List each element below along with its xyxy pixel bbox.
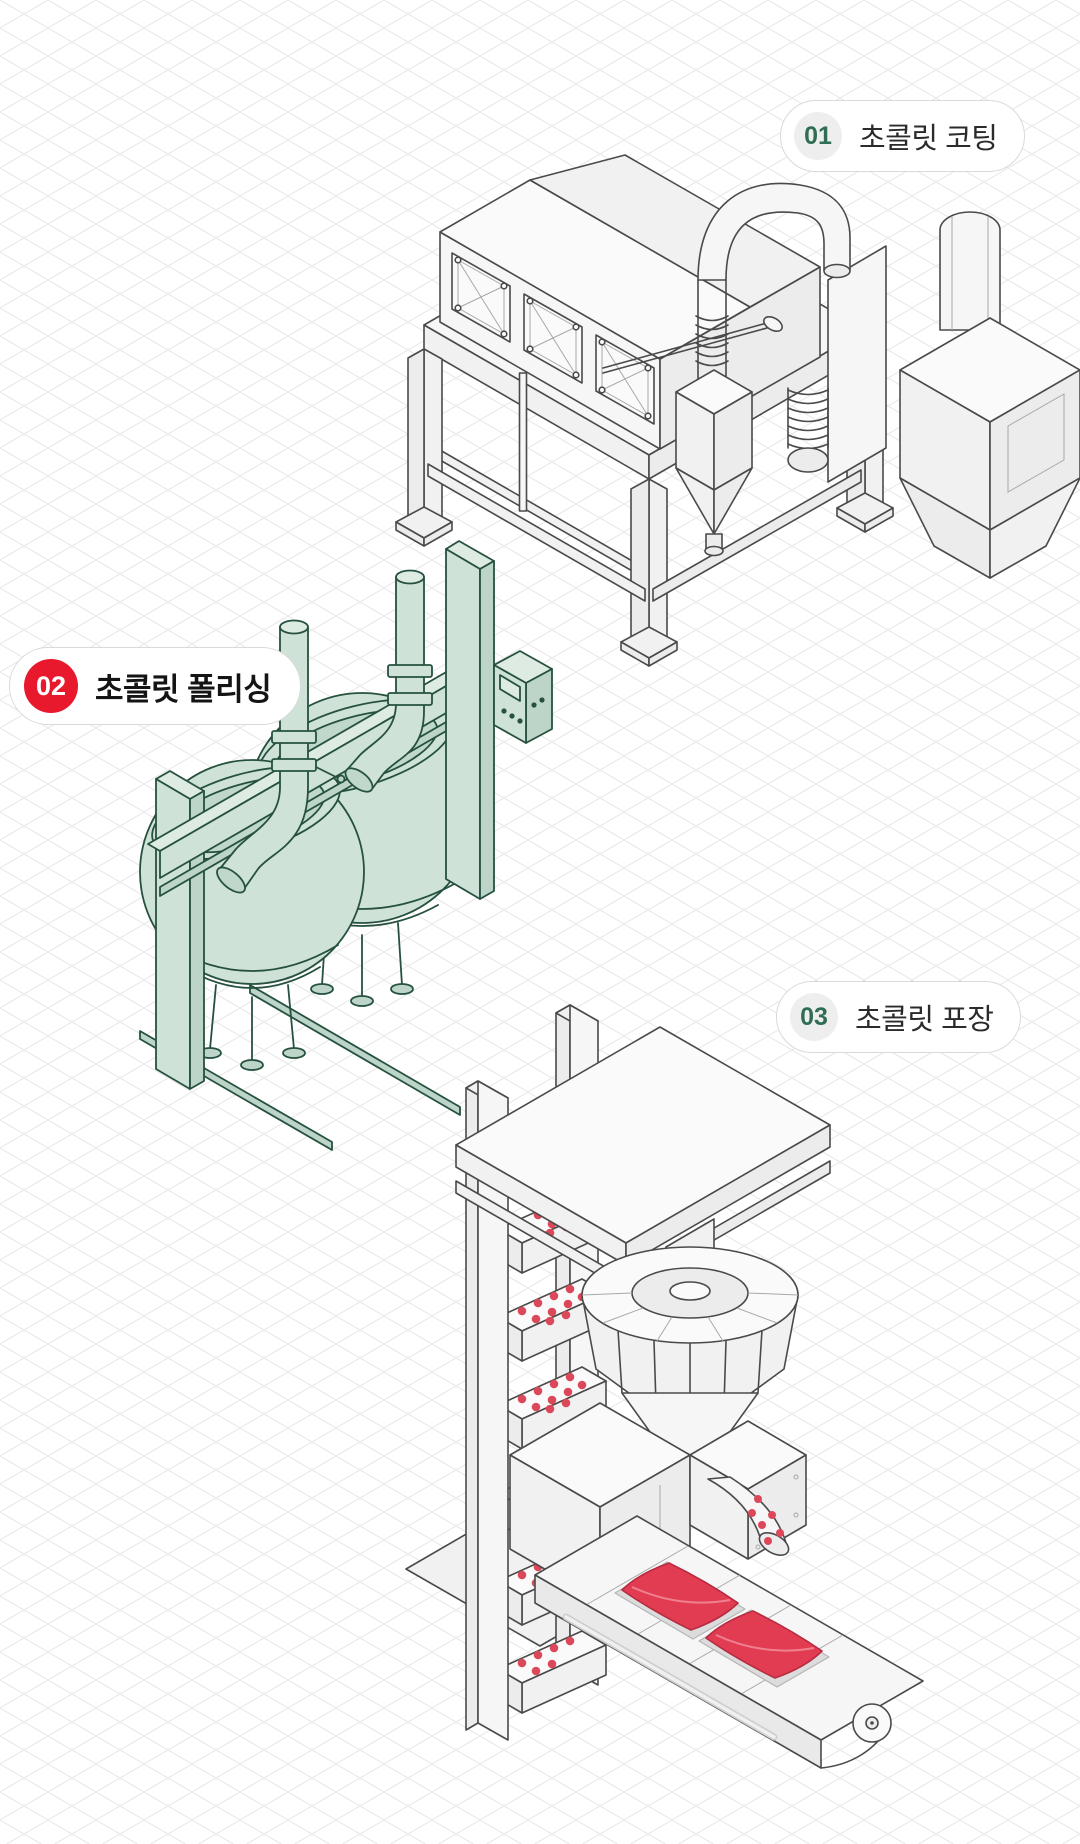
exhaust-pipe xyxy=(695,182,851,393)
step-title-03: 초콜릿 포장 xyxy=(855,1004,994,1036)
control-screen xyxy=(499,674,521,702)
front-guide-blade xyxy=(518,372,528,512)
step-number-badge-02: 02 xyxy=(24,659,78,713)
end-roller xyxy=(852,1703,892,1743)
polishing-machine-illustration xyxy=(139,540,553,1151)
coating-machine-illustration xyxy=(395,154,1080,667)
step-label-01: 01 초콜릿 코팅 xyxy=(780,100,1026,172)
discharge-chute xyxy=(707,1476,790,1556)
chocolate-pouch xyxy=(705,1610,823,1679)
drum-right-legs xyxy=(310,922,414,1007)
step-number-badge-03: 03 xyxy=(790,993,838,1041)
control-panel xyxy=(493,650,553,744)
inspection-panels xyxy=(451,252,655,425)
drum-left-legs xyxy=(198,984,306,1071)
chocolates xyxy=(517,1372,587,1414)
collection-hopper xyxy=(675,369,753,557)
lever-rod xyxy=(602,315,783,374)
multihead-weigher xyxy=(581,1246,799,1494)
chocolates xyxy=(517,1284,587,1326)
elevator-front-column xyxy=(465,1080,509,1741)
feed-pipe-right xyxy=(344,569,433,793)
step-title-01: 초콜릿 코팅 xyxy=(859,123,998,155)
chocolate-pouches xyxy=(614,1561,830,1688)
spring-coil xyxy=(787,387,829,473)
packaging-machine-illustration xyxy=(405,1004,924,1769)
chocolates xyxy=(517,1636,575,1676)
right-side-unit xyxy=(787,211,1080,579)
top-platform xyxy=(455,1026,831,1292)
step-label-03: 03 초콜릿 포장 xyxy=(776,981,1022,1053)
gantry-post-right xyxy=(445,540,495,900)
step-label-02: 02 초콜릿 폴리싱 xyxy=(9,647,302,725)
step-title-02: 초콜릿 폴리싱 xyxy=(95,671,272,707)
step-number-badge-01: 01 xyxy=(794,112,842,160)
chocolate-pouch xyxy=(621,1562,739,1631)
